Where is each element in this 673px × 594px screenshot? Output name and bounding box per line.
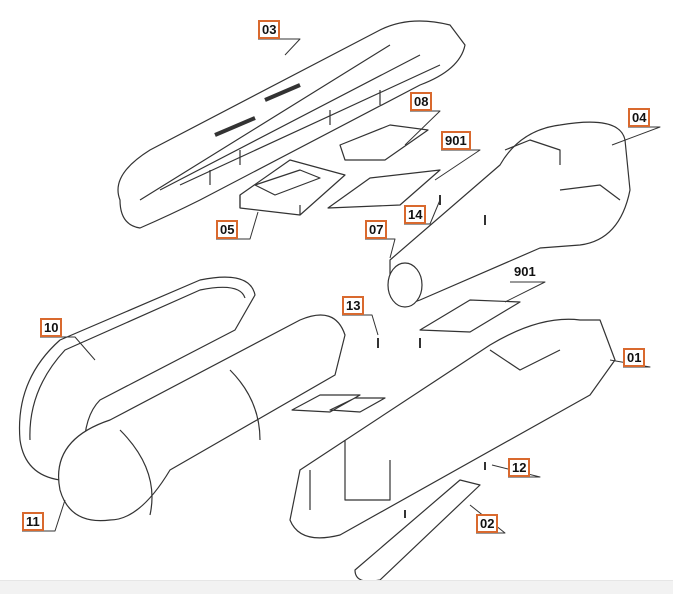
callout-03: 03 — [258, 20, 281, 39]
callout-11: 11 — [22, 512, 44, 531]
part-05-battery — [239, 159, 346, 216]
callout-01: 01 — [623, 348, 646, 367]
part-901-strip — [419, 299, 521, 333]
callout-05: 05 — [216, 220, 239, 239]
leader-lines — [22, 38, 661, 534]
callout-901-plain: 901 — [514, 264, 536, 279]
part-03-top-cover — [117, 20, 466, 229]
part-901-pad — [327, 169, 441, 209]
callout-02: 02 — [476, 514, 499, 533]
callout-07: 07 — [365, 220, 388, 239]
callout-08: 08 — [410, 92, 433, 111]
callout-12: 12 — [508, 458, 531, 477]
part-pads — [291, 394, 386, 413]
part-10-shell — [18, 276, 256, 481]
callout-10: 10 — [40, 318, 63, 337]
part-01-base — [289, 318, 616, 539]
callout-901: 901 — [441, 131, 471, 150]
part-11-handle — [58, 314, 346, 522]
footer-bar — [0, 580, 673, 594]
part-08-board — [339, 124, 429, 161]
part-04-nozzle — [387, 121, 631, 308]
callout-14: 14 — [404, 205, 427, 224]
callout-04: 04 — [628, 108, 651, 127]
callout-13: 13 — [342, 296, 365, 315]
